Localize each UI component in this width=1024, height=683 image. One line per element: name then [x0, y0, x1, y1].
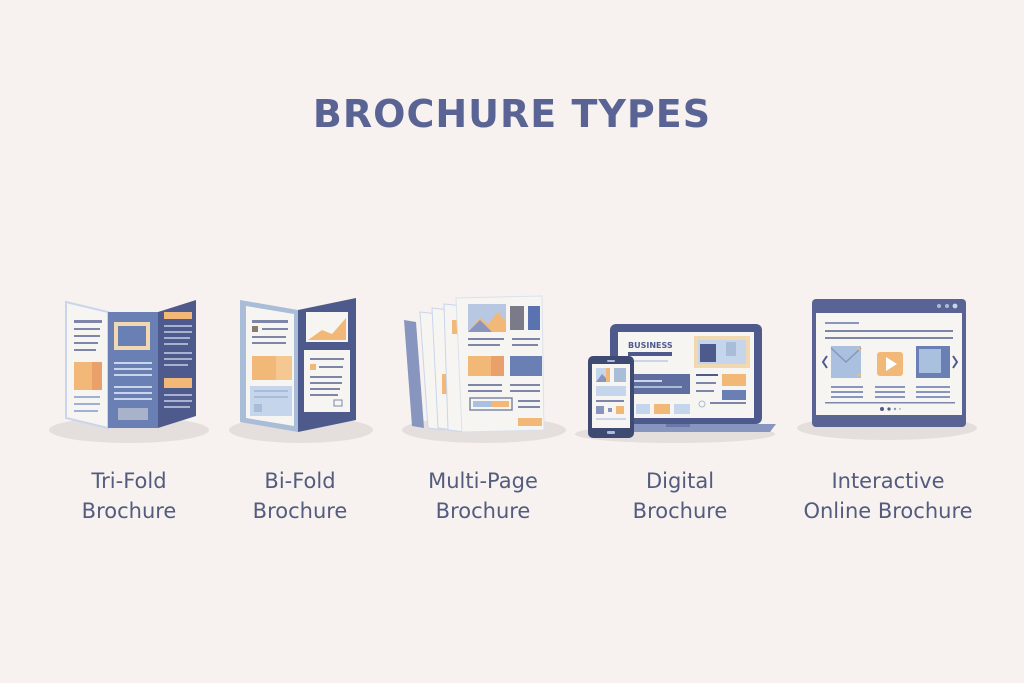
caption-tri-fold: Tri-Fold Brochure: [81, 469, 177, 523]
tri-fold-brochure-icon: [49, 300, 209, 443]
bi-fold-brochure-icon: [229, 298, 373, 443]
caption-bi-fold: Bi-Fold Brochure: [252, 469, 348, 523]
multi-page-brochure-icon: [402, 295, 566, 443]
caption-digital: Digital Brochure: [632, 469, 728, 523]
caption-multi-page: Multi-Page Brochure: [428, 469, 538, 523]
interactive-online-brochure-icon: [797, 299, 977, 440]
caption-interactive: Interactive Online Brochure: [803, 469, 973, 523]
page-title: BROCHURE TYPES: [312, 92, 712, 136]
screen-heading: BUSINESS: [628, 341, 673, 350]
digital-brochure-icon: BUSINESS: [575, 324, 776, 443]
